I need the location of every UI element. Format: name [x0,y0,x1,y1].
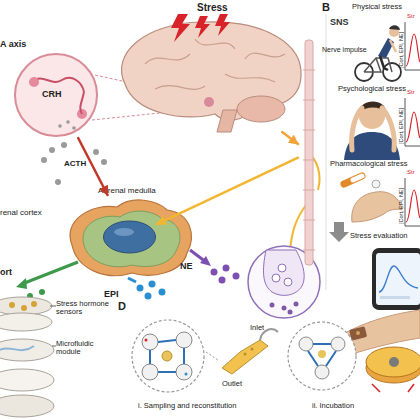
sensor-stack [0,297,56,417]
annotation: EPI [104,290,119,300]
node-outline [298,40,320,265]
annotation: D [118,300,126,312]
annotation: ii. Incubation [312,402,354,410]
sampling-zoom [132,320,204,392]
annotation: Str [407,89,415,96]
node-label: Stress [197,2,228,13]
adrenal-medulla: Adrenal medulla [102,219,157,255]
cyclist [355,25,401,81]
spinal-cord: SNSNerve impulse [298,40,320,265]
hormone-charts [405,22,420,226]
annotation: ort [0,268,12,278]
annotation: Physical stress [352,3,402,11]
evaluation-arrow [329,222,349,242]
node-label: SNS [330,18,349,28]
annotation: [Cort, EPI, NE] [398,32,404,68]
connector [157,158,298,224]
annotation: Pharmacological stress [330,160,408,168]
annotation: A axis [0,40,26,50]
annotation: Outlet [222,380,242,388]
incubation-device [366,347,420,392]
phone [372,248,420,310]
node-label: Nerve impulse [322,46,367,54]
node-label: Adrenal medulla [98,187,156,196]
annotation: Inlet [250,324,264,332]
adrenal-gland: renal cortexAdrenal medulla [62,195,197,280]
panel-divider [326,14,327,290]
node-outline [102,219,157,255]
node-label: renal cortex [0,209,42,218]
annotation: Str [407,169,415,176]
annotation: Microfluidic module [56,340,118,357]
annotation: NE [180,262,193,272]
incubation-zoom [288,322,356,390]
inlet-device [206,329,278,374]
stressed-person [344,102,400,161]
pill-hand [344,176,402,222]
hypothalamus-zoom: CRH [12,52,100,138]
annotation: Psychological stress [338,85,406,93]
annotation: Str [407,13,415,20]
annotation: [Cort, EPI, NE] [398,188,404,224]
acth-dots [41,142,107,185]
edge-label: ACTH [64,160,86,169]
brain-region: Stress [105,14,305,132]
annotation: B [322,1,330,13]
annotation: Stress hormone sensors [56,300,118,317]
node-outline [105,14,305,132]
connector [282,132,298,144]
annotation: i. Sampling and reconstitution [138,402,236,410]
node-label: CRH [42,90,62,100]
annotation: Stress evaluation [350,232,408,240]
annotation: [Cort, EPI, NE] [398,108,404,144]
